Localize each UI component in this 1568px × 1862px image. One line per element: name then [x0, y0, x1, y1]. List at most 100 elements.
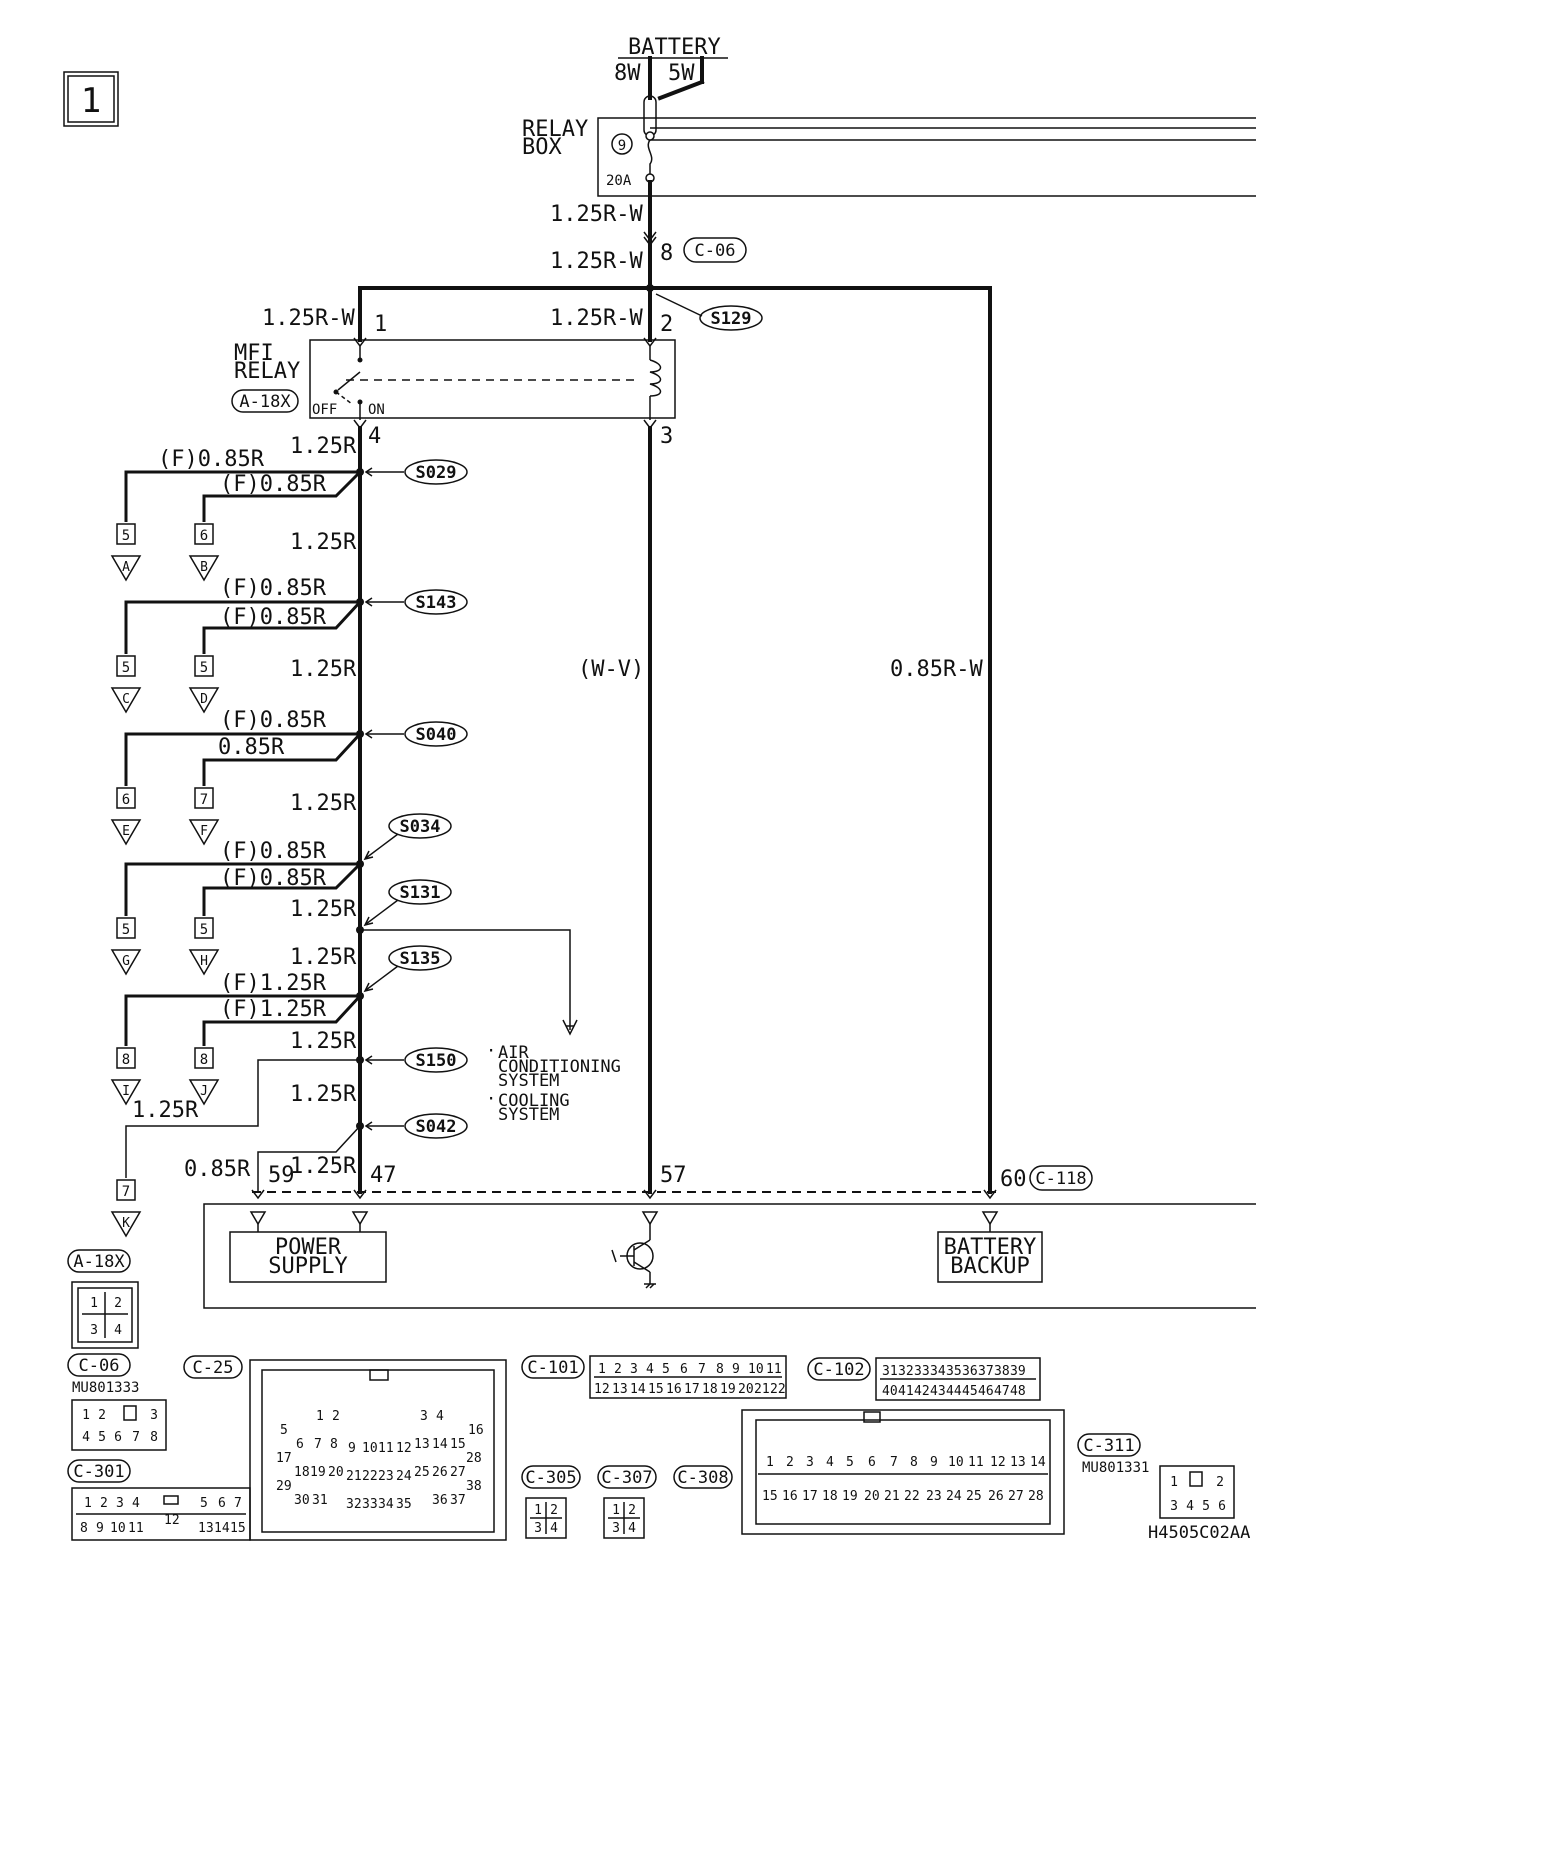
svg-text:9: 9 — [348, 1441, 356, 1456]
svg-text:3: 3 — [420, 1409, 428, 1424]
c25-view-label: C-25 — [193, 1358, 234, 1378]
ecu-pin-59: 59 — [268, 1163, 295, 1188]
svg-text:39: 39 — [1010, 1364, 1026, 1379]
terminal-k: K — [122, 1216, 130, 1231]
svg-text:32: 32 — [898, 1364, 914, 1379]
svg-text:8: 8 — [80, 1521, 88, 1536]
branch-s131: S131 — [356, 879, 578, 1036]
pin-f: 7 — [200, 792, 208, 808]
svg-text:11: 11 — [968, 1455, 984, 1470]
a18x-label: A-18X — [239, 392, 291, 412]
svg-text:8: 8 — [330, 1437, 338, 1452]
wire-main-4: 1.25R — [290, 791, 357, 816]
svg-text:28: 28 — [466, 1451, 482, 1466]
wire-main-1: 1.25R — [290, 434, 357, 459]
pin-a: 5 — [122, 528, 130, 544]
wire-main-2: 1.25R — [290, 530, 357, 555]
relay-box: RELAY BOX 9 20A — [522, 95, 1256, 197]
svg-text:35: 35 — [396, 1497, 412, 1512]
svg-text:26: 26 — [432, 1465, 448, 1480]
pin-k: 7 — [122, 1184, 130, 1200]
svg-text:10: 10 — [948, 1455, 964, 1470]
ecu-pin-47: 47 — [370, 1163, 397, 1188]
svg-text:12: 12 — [396, 1441, 412, 1456]
svg-text:46: 46 — [978, 1384, 994, 1399]
svg-text:7: 7 — [698, 1362, 706, 1377]
connector-a18x-view: A-18X 1 2 3 4 — [67, 1249, 139, 1349]
terminal-h: H — [200, 954, 208, 969]
relay-pin-2: 2 — [660, 312, 673, 337]
svg-text:14: 14 — [1030, 1455, 1046, 1470]
svg-text:48: 48 — [1010, 1384, 1026, 1399]
svg-text:6: 6 — [1218, 1499, 1226, 1514]
svg-text:24: 24 — [396, 1469, 412, 1484]
svg-text:6: 6 — [218, 1496, 226, 1511]
svg-text:4: 4 — [826, 1455, 834, 1470]
svg-text:24: 24 — [946, 1489, 962, 1504]
terminal-c: C — [122, 692, 130, 707]
wire-main-8: 1.25R — [290, 1082, 357, 1107]
ecu-connector-c118: 59 47 57 60 C-118 — [251, 1163, 1093, 1200]
wire-relay-pin2: 1.25R-W — [550, 306, 643, 331]
svg-text:27: 27 — [450, 1465, 466, 1480]
svg-text:22: 22 — [362, 1469, 378, 1484]
svg-text:3: 3 — [612, 1521, 620, 1536]
svg-text:9: 9 — [930, 1455, 938, 1470]
pin-g: 5 — [122, 922, 130, 938]
wire-s029-b: (F)0.85R — [220, 472, 327, 497]
svg-text:3: 3 — [1170, 1499, 1178, 1514]
svg-text:1: 1 — [82, 1408, 90, 1423]
svg-text:5: 5 — [662, 1362, 670, 1377]
svg-text:8: 8 — [910, 1455, 918, 1470]
svg-text:21: 21 — [884, 1489, 900, 1504]
svg-text:7: 7 — [234, 1496, 242, 1511]
relay-pin-1: 1 — [374, 312, 387, 337]
wire-main-9: 1.25R — [290, 1154, 357, 1179]
svg-text:4: 4 — [550, 1521, 558, 1536]
wire-s040-f: 0.85R — [218, 735, 285, 760]
svg-text:34: 34 — [930, 1364, 946, 1379]
svg-text:12: 12 — [164, 1513, 180, 1528]
svg-text:2: 2 — [1216, 1475, 1224, 1490]
svg-text:13: 13 — [612, 1382, 628, 1397]
terminal-b: B — [200, 560, 208, 575]
fuse-rating: 20A — [606, 173, 632, 189]
svg-text:15: 15 — [648, 1382, 664, 1397]
branch-terminals: 5 A 6 B 5 C 5 D 6 E 7 F 5 G 5 — [110, 523, 220, 1238]
battery-left-gauge: 8W — [614, 61, 641, 86]
svg-text:25: 25 — [966, 1489, 982, 1504]
pin-b: 6 — [200, 528, 208, 544]
terminal-e: E — [122, 824, 130, 839]
svg-text:20: 20 — [864, 1489, 880, 1504]
svg-text:26: 26 — [988, 1489, 1004, 1504]
wire-s034-g: (F)0.85R — [220, 839, 327, 864]
svg-text:15: 15 — [762, 1489, 778, 1504]
relay-pin-4: 4 — [368, 424, 381, 449]
splice-label-s040: S040 — [416, 725, 457, 745]
c101-view-label: C-101 — [527, 1358, 578, 1378]
pin-j: 8 — [200, 1052, 208, 1068]
svg-text:22: 22 — [770, 1382, 786, 1397]
power-supply-label-1: POWER — [275, 1235, 342, 1260]
drawing-id: H4505C02AA — [1148, 1523, 1250, 1543]
terminal-d: D — [200, 692, 208, 707]
svg-text:1: 1 — [316, 1409, 324, 1424]
wire-main-5: 1.25R — [290, 897, 357, 922]
svg-text:8: 8 — [716, 1362, 724, 1377]
svg-text:23: 23 — [926, 1489, 942, 1504]
svg-text:4: 4 — [132, 1496, 140, 1511]
svg-text:13: 13 — [1010, 1455, 1026, 1470]
power-supply-label-2: SUPPLY — [268, 1254, 347, 1279]
c305-view-label: C-305 — [525, 1468, 576, 1488]
c06-label: C-06 — [695, 241, 736, 261]
svg-text:2: 2 — [100, 1496, 108, 1511]
svg-text:6: 6 — [680, 1362, 688, 1377]
svg-text:27: 27 — [1008, 1489, 1024, 1504]
svg-text:4: 4 — [628, 1521, 636, 1536]
battery-backup-label-1: BATTERY — [944, 1235, 1037, 1260]
splice-label-s129: S129 — [711, 309, 752, 329]
